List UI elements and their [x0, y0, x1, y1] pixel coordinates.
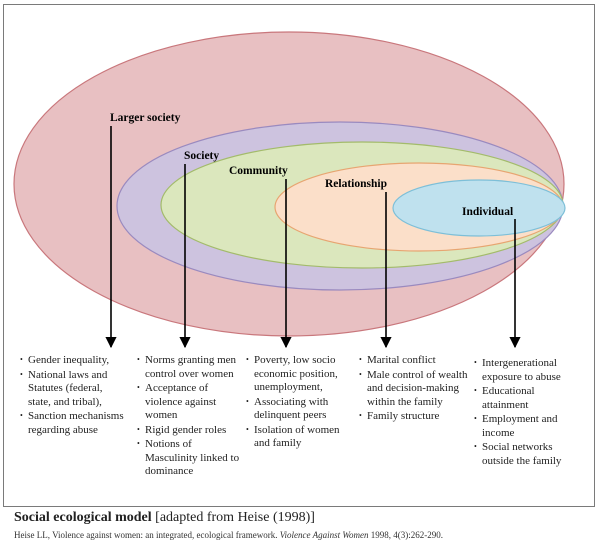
caption-title: Social ecological model	[14, 510, 152, 525]
factor-item: Marital conflict	[359, 353, 471, 368]
factor-item: Associating with delinquent peers	[246, 395, 354, 423]
community-factors: Poverty, low socio economic position, un…	[246, 353, 354, 452]
label-community: Community	[229, 165, 288, 177]
factor-item: Employment and income	[474, 412, 580, 440]
factor-item: Rigid gender roles	[137, 423, 245, 438]
factor-item: Norms granting men control over women	[137, 353, 245, 381]
ecological-model-diagram: Larger society Society Community Relatio…	[13, 31, 566, 349]
factor-item: Male control of wealth and decision-maki…	[359, 368, 471, 410]
factor-item: Isolation of women and family	[246, 423, 354, 451]
label-society: Society	[184, 150, 219, 162]
individual-ellipse	[392, 179, 566, 237]
society-factors: Norms granting men control over women Ac…	[137, 353, 245, 480]
label-larger-society: Larger society	[110, 112, 181, 124]
factor-item: Acceptance of violence against women	[137, 381, 245, 423]
citation-text: Heise LL, Violence against women: an int…	[14, 530, 280, 540]
figure-caption: Social ecological model [adapted from He…	[14, 510, 315, 526]
citation-details: 1998, 4(3):262-290.	[368, 530, 444, 540]
label-relationship: Relationship	[325, 178, 387, 190]
individual-factors: Intergenerational exposure to abuse Educ…	[474, 356, 580, 469]
label-individual: Individual	[462, 206, 513, 218]
factor-item: Poverty, low socio economic position, un…	[246, 353, 354, 395]
factor-item: Intergenerational exposure to abuse	[474, 356, 580, 384]
factor-item: Gender inequality,	[20, 353, 128, 368]
factor-item: Family structure	[359, 409, 471, 424]
factor-item: National laws and Statutes (federal, sta…	[20, 368, 128, 410]
journal-name: Violence Against Women	[279, 530, 369, 540]
factor-item: Notions of Masculinity linked to dominan…	[137, 437, 245, 479]
caption-source: [adapted from Heise (1998)]	[151, 510, 315, 525]
relationship-factors: Marital conflict Male control of wealth …	[359, 353, 471, 425]
factor-item: Social networks outside the family	[474, 440, 580, 468]
factor-item: Sanction mechanisms regarding abuse	[20, 409, 128, 437]
factor-item: Educational attainment	[474, 384, 580, 412]
reference-citation: Heise LL, Violence against women: an int…	[14, 530, 443, 540]
figure-frame	[3, 4, 595, 507]
larger-society-factors: Gender inequality, National laws and Sta…	[20, 353, 128, 438]
